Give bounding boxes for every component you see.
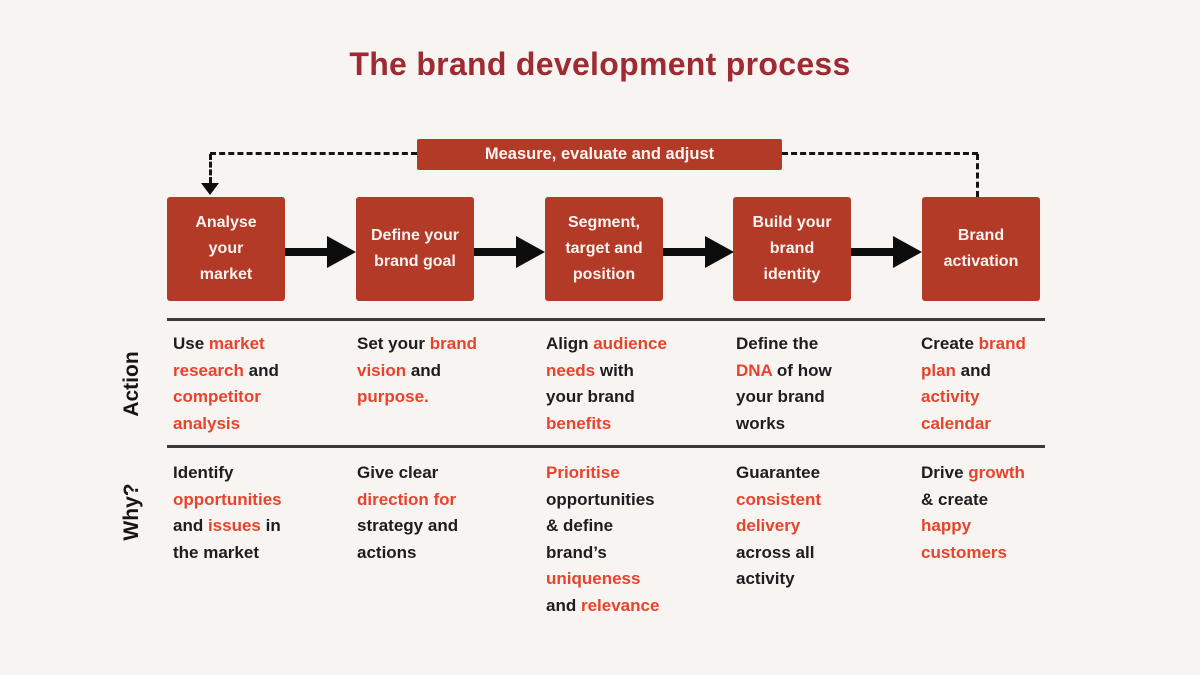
row-divider (167, 445, 1045, 448)
feedback-arrowhead-icon (201, 183, 219, 195)
flow-arrow-icon (474, 236, 545, 268)
flow-arrow-icon (851, 236, 922, 268)
stage-box-label: Brand activation (943, 227, 1019, 270)
why-cell-brand-identity: Guarantee consistent delivery across all… (736, 463, 822, 588)
why-cell-define-goal: Give clear direction for strategy and ac… (357, 463, 459, 562)
feedback-banner-label: Measure, evaluate and adjust (484, 145, 715, 163)
feedback-loop-line-left (210, 152, 417, 155)
action-cell-define-goal: Set your brand vision and purpose. (357, 334, 477, 406)
feedback-loop-line-down-right (976, 154, 979, 197)
action-cell-brand-activation: Create brand plan and activity calendar (921, 334, 1026, 433)
stage-box-label: Segment, target and position (565, 214, 643, 283)
stage-box-brand-identity: Build your brand identity (733, 197, 851, 301)
action-cell-segment-target: Align audience needs with your brand ben… (546, 334, 667, 433)
page-title: The brand development process (349, 46, 851, 82)
stage-box-label: Define your brand goal (370, 227, 459, 270)
feedback-loop-line-right (782, 152, 978, 155)
stage-box-analyse-market: Analyse your market (167, 197, 285, 301)
stage-box-label: Analyse your market (195, 214, 257, 283)
flow-arrow-icon (663, 236, 734, 268)
row-divider (167, 318, 1045, 321)
why-row-label: Why? (120, 483, 143, 541)
stage-box-label: Build your brand identity (752, 214, 832, 283)
stage-box-brand-activation: Brand activation (922, 197, 1040, 301)
action-row-label: Action (120, 351, 143, 417)
stage-box-segment-target: Segment, target and position (545, 197, 663, 301)
stage-box-define-goal: Define your brand goal (356, 197, 474, 301)
why-cell-brand-activation: Drive growth & create happy customers (921, 463, 1025, 562)
flow-arrow-icon (285, 236, 356, 268)
why-cell-segment-target: Prioritise opportunities & define brand’… (546, 463, 660, 615)
action-cell-brand-identity: Define the DNA of how your brand works (736, 334, 832, 433)
action-cell-analyse-market: Use market research and competitor analy… (173, 334, 279, 433)
feedback-banner: Measure, evaluate and adjust (417, 139, 782, 170)
why-cell-analyse-market: Identify opportunities and issues in the… (173, 463, 282, 562)
feedback-loop-line-down-left (209, 154, 212, 183)
